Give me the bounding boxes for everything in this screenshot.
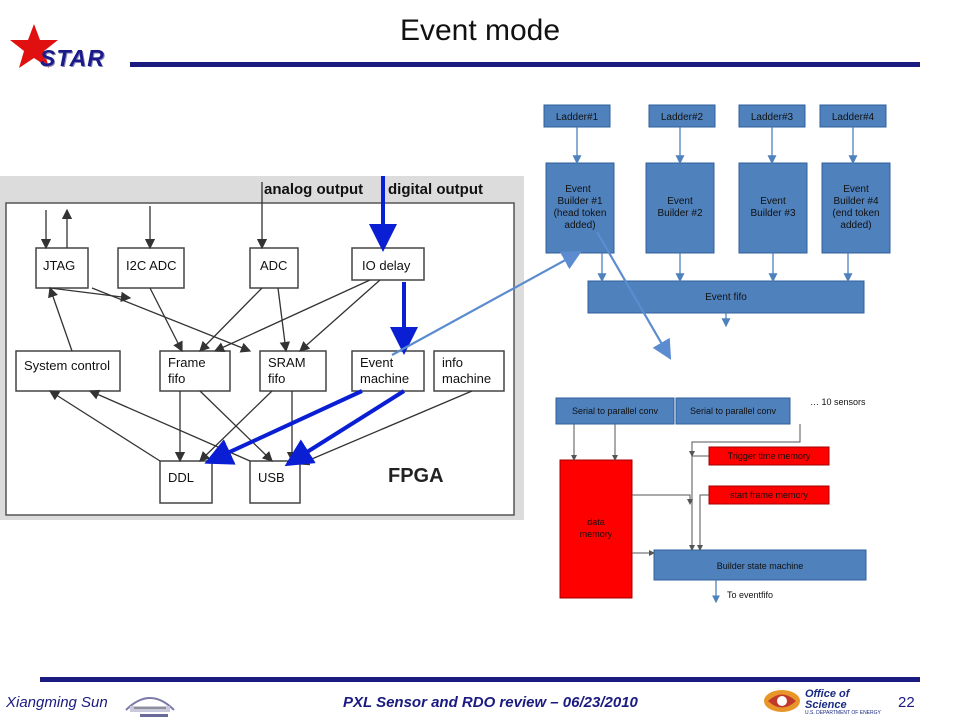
builder-detail-diagram: Serial to parallel conv Serial to parall…: [555, 397, 867, 604]
header-rule: [130, 62, 920, 67]
page-number: 22: [898, 694, 915, 711]
slide-title: Event mode: [399, 14, 561, 47]
jtag-block: [35, 247, 89, 289]
office-logo-line2: Science: [805, 699, 847, 711]
fpga-diagram: analog output digital output JTAG I2C AD…: [0, 176, 524, 520]
eb2-line2: Builder #2: [657, 208, 702, 219]
footer-review-title: PXL Sensor and RDO review – 06/23/2010: [343, 694, 638, 711]
to-eventfifo-label: To eventfifo: [727, 590, 773, 600]
eb1-line3: (head token: [554, 208, 607, 219]
ladder2-label: Ladder#2: [661, 112, 704, 123]
fpga-label: FPGA: [388, 465, 444, 487]
usb-block: [249, 460, 301, 504]
ladder1-label: Ladder#1: [556, 112, 599, 123]
eb4-line2: Builder #4: [833, 196, 878, 207]
eb4-line3: (end token: [832, 208, 879, 219]
s2p-2-label: Serial to parallel conv: [690, 406, 777, 416]
info-machine-block: [433, 350, 505, 392]
footer-rule: [40, 677, 920, 682]
io-delay-label: IO delay: [362, 258, 411, 273]
event-machine-label-2: machine: [360, 371, 409, 386]
info-machine-label-2: machine: [442, 371, 491, 386]
info-machine-label-1: info: [442, 355, 463, 370]
eb2-line1: Event: [667, 196, 693, 207]
data-memory-block: [559, 459, 633, 599]
i2c-adc-block: [117, 247, 185, 289]
serial-to-parallel-2-block: [675, 397, 791, 425]
sram-fifo-label-2: fifo: [268, 371, 285, 386]
system-control-label: System control: [24, 358, 110, 373]
lab-logo-icon: [125, 697, 175, 717]
office-logo-subtitle: U.S. DEPARTMENT OF ENERGY: [805, 710, 881, 716]
event-builder4-block: [821, 162, 891, 254]
sram-fifo-block: [259, 350, 327, 392]
frame-fifo-label-1: Frame: [168, 355, 206, 370]
adc-block: [249, 247, 299, 289]
analog-output-label: analog output: [264, 181, 363, 198]
star-logo-icon: [10, 24, 58, 68]
footer-author: Xiangming Sun: [6, 694, 108, 711]
builder-state-machine-label: Builder state machine: [717, 561, 804, 571]
event-machine-label-1: Event: [360, 355, 394, 370]
ladder2-block: [648, 104, 716, 128]
sram-fifo-label-1: SRAM: [268, 355, 306, 370]
event-fifo-label: Event fifo: [705, 292, 747, 303]
eb3-line1: Event: [760, 196, 786, 207]
trigger-time-memory-label: Trigger time memory: [728, 451, 811, 461]
jtag-label: JTAG: [43, 258, 75, 273]
office-of-science-icon: [764, 690, 800, 712]
data-memory-label-2: memory: [580, 529, 613, 539]
s2p-1-label: Serial to parallel conv: [572, 406, 659, 416]
ladder3-label: Ladder#3: [751, 112, 794, 123]
ten-sensors-label: … 10 sensors: [810, 397, 866, 407]
office-logo-line1: Office of: [805, 688, 850, 700]
start-frame-memory-label: start frame memory: [730, 490, 809, 500]
digital-output-label: digital output: [388, 181, 483, 198]
event-machine-block: [351, 350, 425, 392]
usb-label: USB: [258, 470, 285, 485]
adc-label: ADC: [260, 258, 287, 273]
ladder4-label: Ladder#4: [832, 112, 875, 123]
eb4-line4: added): [840, 220, 871, 231]
ddl-label: DDL: [168, 470, 194, 485]
event-builder-diagram: Ladder#1 Ladder#2 Ladder#3 Ladder#4 Even…: [543, 104, 891, 328]
eb3-line2: Builder #3: [750, 208, 795, 219]
ddl-block: [159, 460, 213, 504]
data-memory-label-1: data: [587, 517, 605, 527]
builder-state-machine-block: [653, 549, 867, 581]
eb1-line2: Builder #1: [557, 196, 602, 207]
serial-to-parallel-1-block: [555, 397, 675, 425]
eb1-line1: Event: [565, 184, 591, 195]
i2c-adc-label: I2C ADC: [126, 258, 177, 273]
system-control-block: [15, 350, 121, 392]
frame-fifo-label-2: fifo: [168, 371, 185, 386]
eb1-line4: added): [564, 220, 595, 231]
frame-fifo-block: [159, 350, 231, 392]
star-logo-text: STAR: [40, 45, 105, 71]
eb4-line1: Event: [843, 184, 869, 195]
